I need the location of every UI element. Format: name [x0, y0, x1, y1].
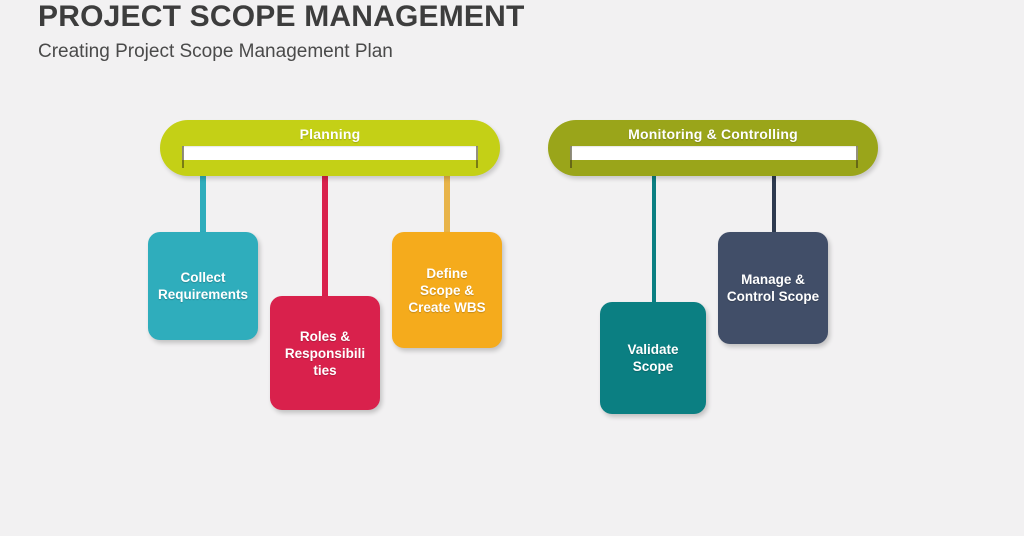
banner-planning-label: Planning: [299, 126, 361, 142]
process-box-define-scope-create-wbs[interactable]: Define Scope & Create WBS: [392, 232, 502, 348]
connector-roles-responsibilities: [322, 166, 328, 306]
connector-manage-control-scope: [772, 166, 776, 238]
process-box-validate-scope[interactable]: Validate Scope: [600, 302, 706, 414]
header: PROJECT SCOPE MANAGEMENT Creating Projec…: [38, 0, 525, 64]
banner-planning-bar-right-cap: [476, 146, 478, 168]
process-label-validate-scope: Validate Scope: [627, 342, 679, 374]
process-label-roles-responsibilities: Roles & Responsibili ties: [284, 328, 366, 378]
banner-monitoring-bar-right-cap: [856, 146, 858, 168]
process-label-collect-requirements: Collect Requirements: [157, 270, 249, 302]
process-label-manage-control-scope: Manage & Control Scope: [726, 272, 820, 304]
connector-validate-scope: [652, 166, 656, 306]
banner-planning-bar: [182, 146, 478, 160]
banner-planning-bar-left-cap: [182, 146, 184, 168]
banner-monitoring-controlling: Monitoring & Controlling: [548, 120, 878, 176]
banner-monitoring-controlling-bar: [570, 146, 858, 160]
page-subtitle: Creating Project Scope Management Plan: [38, 41, 393, 62]
banner-monitoring-controlling-label: Monitoring & Controlling: [628, 126, 798, 142]
banner-monitoring-bar-left-cap: [570, 146, 572, 168]
connector-define-scope-create-wbs: [444, 166, 450, 242]
connector-collect-requirements: [200, 166, 206, 242]
process-box-collect-requirements[interactable]: Collect Requirements: [148, 232, 258, 340]
process-label-define-scope-create-wbs: Define Scope & Create WBS: [408, 265, 486, 315]
banner-planning: Planning: [160, 120, 500, 176]
process-box-roles-responsibilities[interactable]: Roles & Responsibili ties: [270, 296, 380, 410]
process-box-manage-control-scope[interactable]: Manage & Control Scope: [718, 232, 828, 344]
page-title: PROJECT SCOPE MANAGEMENT: [38, 0, 525, 33]
